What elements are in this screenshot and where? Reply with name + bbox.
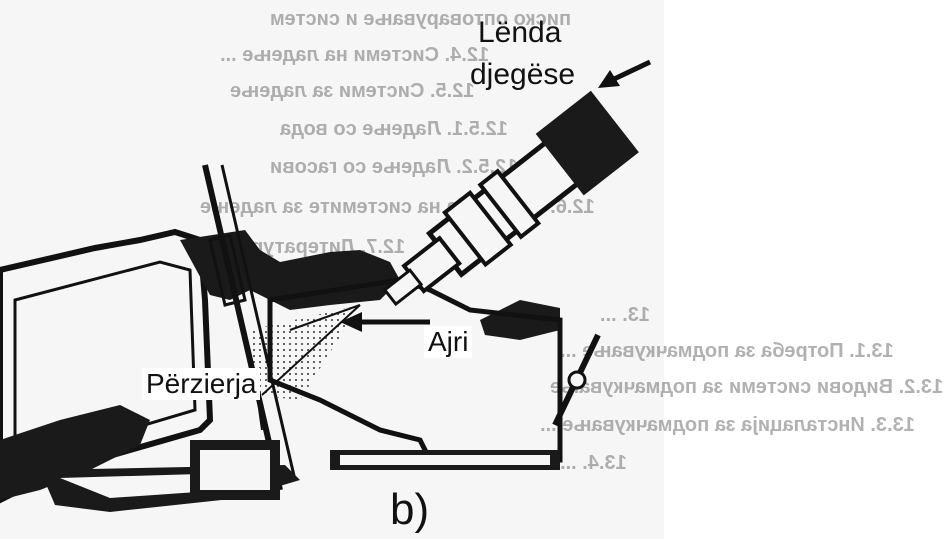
mixture-label: Përzierja bbox=[142, 368, 261, 400]
manifold-pipe-inner bbox=[340, 455, 550, 465]
air-arrow-head bbox=[340, 312, 362, 332]
spray-line-b bbox=[289, 304, 361, 331]
fuel-label-line-1: Lënda bbox=[478, 16, 562, 49]
valve-guide bbox=[208, 233, 247, 307]
spray-cone bbox=[250, 305, 360, 400]
panel-label: b) bbox=[390, 485, 430, 534]
air-label: Ajri bbox=[424, 326, 473, 358]
fuel-arrow-shaft bbox=[610, 59, 652, 83]
valve-stem-outline bbox=[220, 164, 297, 481]
throttle-pivot bbox=[567, 370, 587, 390]
port-block-inner bbox=[200, 450, 270, 490]
right-casting bbox=[480, 300, 560, 340]
spray-line-a bbox=[261, 304, 361, 396]
engine-intake-diagram bbox=[0, 59, 652, 512]
fuel-injector bbox=[382, 90, 639, 307]
valve-stem bbox=[202, 164, 283, 491]
fuel-arrow-head bbox=[598, 70, 620, 88]
fuel-label-line-2: djegëse bbox=[470, 58, 576, 91]
lower-casting bbox=[0, 405, 150, 500]
